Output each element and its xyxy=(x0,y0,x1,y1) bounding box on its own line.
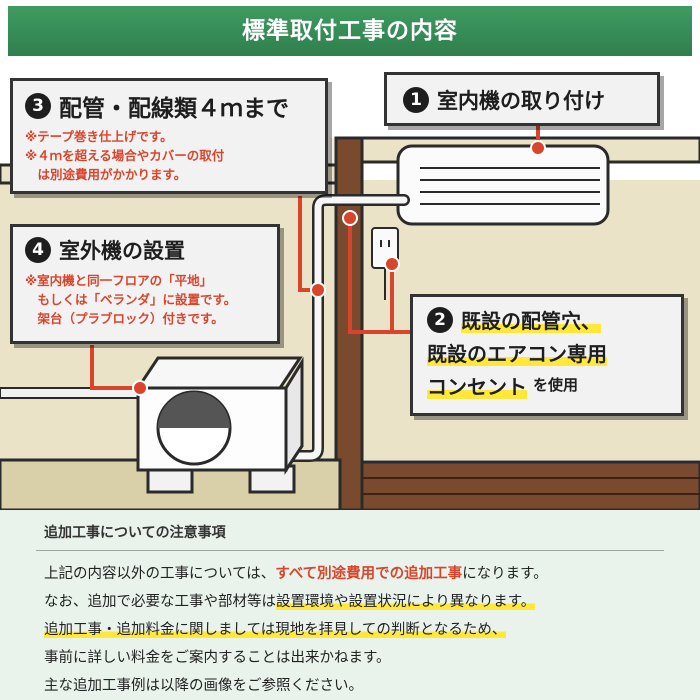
leader-dot-2a xyxy=(342,210,358,226)
callout-piping-note: ※４ｍを超える場合やカバーの取付 xyxy=(25,148,225,163)
notes-highlight: 追加工事・追加料金に関しましては現地を拝見しての判断となるため、 xyxy=(44,622,507,638)
notes-heading: 追加工事についての注意事項 xyxy=(44,525,226,541)
notes-line-5: 主な追加工事例は以降の画像をご参照ください。 xyxy=(44,674,363,695)
callout-piping-note: は別途費用がかかります。 xyxy=(25,167,187,182)
notes-text: 事前に詳しい料金をご案内することは出来かねます。 xyxy=(44,650,391,666)
callout-outdoor-title: 室外機の設置 xyxy=(59,239,185,263)
notes-highlight: 設置環境や設置状況により異なります。 xyxy=(276,594,536,610)
leader-dot-4 xyxy=(132,380,148,396)
refrigerant-pipe xyxy=(278,196,408,460)
leader-dot-2b xyxy=(384,256,400,272)
callout-indoor-unit: 1 室内機の取り付け xyxy=(384,72,660,126)
callout-outdoor-unit: 4 室外機の設置 ※室内機と同一フロアの「平地」 もしくは「ベランダ」に設置です。… xyxy=(10,224,280,344)
header: 標準取付工事の内容 xyxy=(0,0,700,60)
notes-emphasis: すべて別途費用での追加工事 xyxy=(275,566,463,582)
leader-dot-3 xyxy=(310,282,326,298)
leader-line-4 xyxy=(90,345,140,390)
notes-divider xyxy=(36,550,664,551)
notes-text: 主な追加工事例は以降の画像をご参照ください。 xyxy=(44,678,363,694)
number-badge-3: 3 xyxy=(25,93,51,119)
indoor-unit xyxy=(396,144,610,226)
callout-existing-outlet: 2 既設の配管穴、 既設のエアコン専用 コンセントを使用 xyxy=(410,294,684,416)
page-title: 標準取付工事の内容 xyxy=(242,18,458,44)
callout-existing-line1: 既設の配管穴、 xyxy=(461,309,601,333)
notes-text: なお、追加で必要な工事や部材等は xyxy=(44,594,276,610)
notes-section: 追加工事についての注意事項 上記の内容以外の工事については、すべて別途費用での追… xyxy=(0,510,700,700)
outdoor-unit-top xyxy=(135,356,303,390)
number-badge-2: 2 xyxy=(427,306,453,333)
leader-dot-1 xyxy=(530,140,546,156)
callout-existing-suffix: を使用 xyxy=(533,376,579,394)
callout-piping-note: ※テープ巻き仕上げです。 xyxy=(25,129,173,144)
callout-piping: 3 配管・配線類４ｍまで ※テープ巻き仕上げです。 ※４ｍを超える場合やカバーの取… xyxy=(10,78,328,194)
callout-outdoor-note: ※室内機と同一フロアの「平地」 xyxy=(25,273,213,288)
number-badge-1: 1 xyxy=(403,87,429,113)
number-badge-4: 4 xyxy=(25,237,51,263)
notes-line-1: 上記の内容以外の工事については、すべて別途費用での追加工事になります。 xyxy=(44,562,548,583)
callout-existing-line2: 既設のエアコン専用 xyxy=(427,342,607,366)
wooden-deck xyxy=(360,460,700,510)
notes-text: になります。 xyxy=(462,566,548,582)
notes-line-4: 事前に詳しい料金をご案内することは出来かねます。 xyxy=(44,646,391,667)
callout-indoor-title: 室内機の取り付け xyxy=(437,89,605,113)
callout-existing-line3: コンセント xyxy=(427,375,527,399)
callout-piping-title: 配管・配線類４ｍまで xyxy=(59,96,289,122)
callout-outdoor-note: もしくは「ベランダ」に設置です。 xyxy=(25,292,237,307)
fan-shade xyxy=(158,392,230,428)
notes-text: 上記の内容以外の工事については、 xyxy=(44,566,276,582)
notes-line-3: 追加工事・追加料金に関しましては現地を拝見しての判断となるため、 xyxy=(44,618,507,639)
title-banner: 標準取付工事の内容 xyxy=(8,6,692,56)
notes-line-2: なお、追加で必要な工事や部材等は設置環境や設置状況により異なります。 xyxy=(44,590,536,611)
outdoor-unit-side xyxy=(284,356,304,475)
callout-outdoor-note: 架台（プラブロック）付きです。 xyxy=(25,311,224,326)
